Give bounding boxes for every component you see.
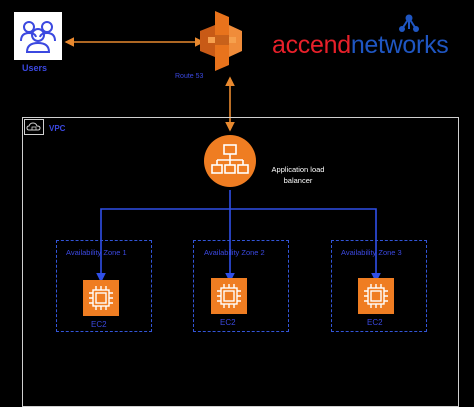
load-balancer-icon <box>204 135 256 187</box>
availability-zone-3 <box>331 240 427 332</box>
availability-zone-2 <box>193 240 289 332</box>
brand-logo: accendnetworks <box>272 31 449 60</box>
ec2-label-2: EC2 <box>220 318 236 327</box>
ec2-icon <box>211 278 247 314</box>
ec2-label-3: EC2 <box>367 318 383 327</box>
zone-1-label: Availability Zone 1 <box>66 248 127 257</box>
alb-to-zone1-line <box>96 208 230 283</box>
route53-icon <box>200 11 242 71</box>
brand-network-icon <box>399 14 419 32</box>
alb-to-zone3-line <box>230 208 381 283</box>
ec2-icon <box>83 280 119 316</box>
users-icon <box>20 21 56 53</box>
brand-part2: networks <box>350 31 449 59</box>
ec2-icon <box>358 278 394 314</box>
vpc-cloud-icon <box>24 119 44 135</box>
users-icon-box <box>14 12 62 60</box>
vpc-label: VPC <box>49 124 66 133</box>
alb-label-line2: balancer <box>283 176 313 185</box>
alb-label-line1: Application load <box>271 165 325 174</box>
alb-label: Application load balancer <box>258 164 338 186</box>
zone-3-label: Availability Zone 3 <box>341 248 402 257</box>
brand-part1: accend <box>272 31 351 59</box>
route53-label: Route 53 <box>175 73 204 80</box>
ec2-label-1: EC2 <box>91 320 107 329</box>
availability-zone-1 <box>56 240 152 332</box>
users-label: Users <box>22 63 48 73</box>
zone-2-label: Availability Zone 2 <box>204 248 265 257</box>
